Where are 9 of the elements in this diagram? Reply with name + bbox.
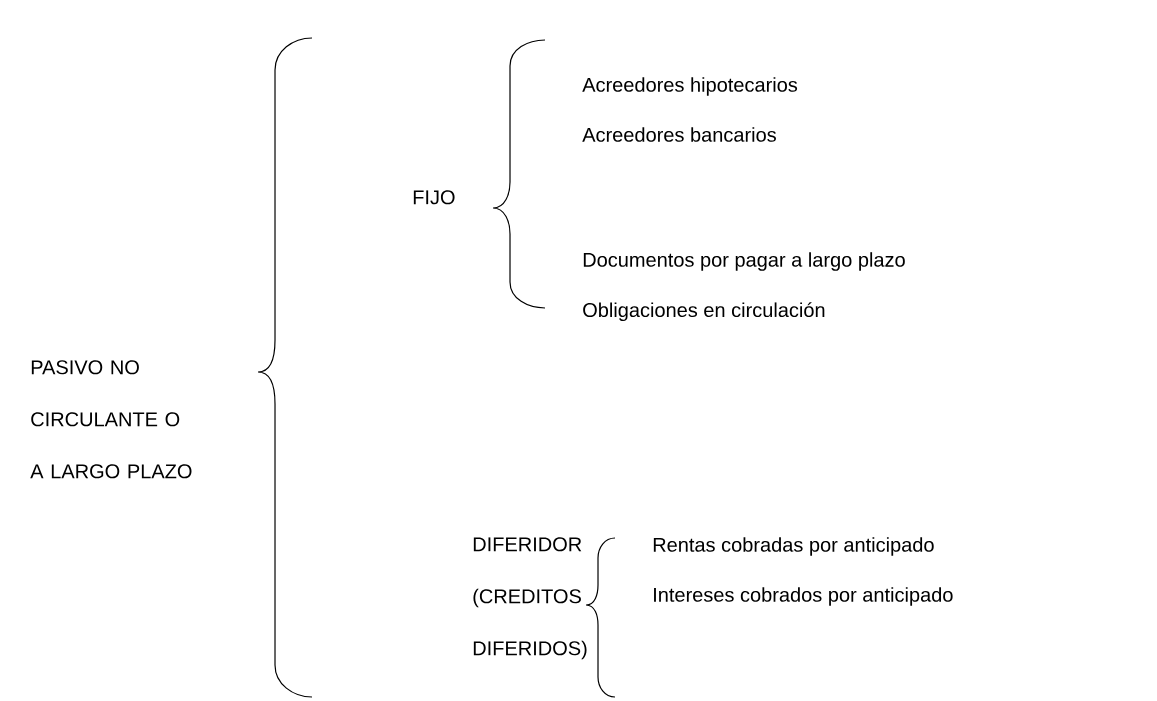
list-item: Obligaciones en circulación: [583, 302, 825, 322]
category-label: FIJO: [413, 190, 455, 205]
list-item: Intereses cobrados por anticipado: [654, 587, 953, 606]
list-item: Documentos por pagar a largo plazo: [583, 252, 905, 271]
list-item: Acreedores bancarios: [582, 127, 776, 142]
list-item: Acreedores hipotecarios: [582, 77, 798, 96]
category-label: PASIVO NO CIRCULANTE O A LARGO PLAZO: [30, 360, 192, 479]
category-label: DIFERIDOR (CREDITOS DIFERIDOS): [473, 537, 587, 660]
list-item: Rentas cobradas por anticipado: [653, 537, 934, 556]
